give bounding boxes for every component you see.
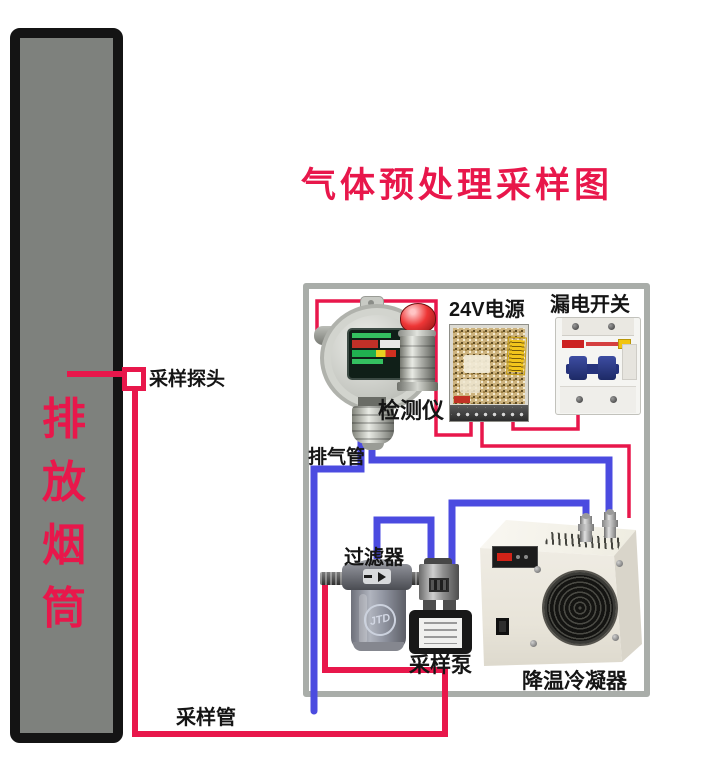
power-supply-label-text: 24V电源 xyxy=(449,299,525,321)
pump-port xyxy=(443,600,456,612)
alarm-beacon-flange xyxy=(397,382,438,391)
screw-icon xyxy=(616,560,623,567)
page-title: 气体预处理采样图 xyxy=(301,166,614,205)
alarm-beacon-ring xyxy=(398,330,436,337)
screw-icon xyxy=(612,634,619,641)
chimney-char: 烟 xyxy=(42,521,86,570)
sampling-probe xyxy=(122,367,146,391)
detector-label-text: 检测仪 xyxy=(378,398,445,423)
breaker-side-panel xyxy=(622,344,637,380)
condenser-power-switch xyxy=(496,618,509,635)
screw-icon xyxy=(572,323,579,330)
filter-unit: JTD xyxy=(320,546,438,654)
filter-bowl xyxy=(351,590,406,650)
chimney xyxy=(10,28,123,743)
pump-nameplate xyxy=(419,618,462,648)
pump-label-text: 采样泵 xyxy=(409,654,472,677)
breaker-label-text: 漏电开关 xyxy=(550,294,630,316)
filter-bottom-band xyxy=(353,642,404,651)
pump-vent xyxy=(429,578,449,592)
filter-inlet-fitting xyxy=(320,572,345,585)
power-supply-24v xyxy=(449,324,529,422)
condenser-outlet-fitting xyxy=(602,509,618,538)
breaker-top-flange xyxy=(562,318,634,336)
power-wire-breaker xyxy=(511,410,580,431)
equipment-panel-frame xyxy=(303,283,650,697)
breaker-bottom xyxy=(560,386,636,413)
cooling-condenser xyxy=(472,509,650,672)
alarm-beacon-base xyxy=(400,336,435,383)
chimney-char: 筒 xyxy=(42,584,86,633)
chimney-label: 排 放 烟 筒 xyxy=(36,388,92,640)
leakage-breaker xyxy=(555,317,641,415)
pump-filter-pipe xyxy=(373,516,435,594)
condenser-inlet-fitting xyxy=(578,513,594,542)
detector-screen xyxy=(347,328,407,380)
sample-pipe-label: 采样管 xyxy=(176,707,236,729)
breaker-brand-label xyxy=(562,340,584,348)
sensor-cylinder xyxy=(352,406,394,444)
flow-arrow-icon xyxy=(363,569,391,584)
sensor-tip xyxy=(362,443,384,450)
screw-icon xyxy=(610,396,617,403)
sampling-pump xyxy=(407,554,473,654)
condenser-label-text: 降温冷凝器 xyxy=(522,670,627,693)
power-wire-condenser xyxy=(480,418,631,518)
chimney-char: 排 xyxy=(42,395,86,444)
chimney-char: 放 xyxy=(42,458,86,507)
condenser-temp-display xyxy=(492,546,538,568)
filter-label-text: 过滤器 xyxy=(344,547,404,569)
pump-motor-cap xyxy=(424,558,452,566)
sensor-neck xyxy=(358,397,386,407)
alarm-beacon-icon xyxy=(400,303,436,333)
gas-detector xyxy=(312,296,448,452)
breaker-toggle-bar xyxy=(566,364,619,374)
probe-label: 采样探头 xyxy=(149,369,226,390)
terminal-strip xyxy=(450,405,528,421)
breaker-toggle xyxy=(598,356,616,380)
power-supply-label xyxy=(454,396,470,403)
breaker-toggle xyxy=(569,356,587,380)
screw-icon xyxy=(530,640,537,647)
screw-icon xyxy=(534,566,541,573)
exhaust-pipe-line xyxy=(310,433,365,715)
pump-port xyxy=(423,600,436,612)
screw-icon xyxy=(608,323,615,330)
condenser-fan-grille xyxy=(544,572,616,644)
exhaust-pipe-label: 排气管 xyxy=(308,447,366,468)
warning-sticker xyxy=(506,336,527,376)
screw-icon xyxy=(576,396,583,403)
